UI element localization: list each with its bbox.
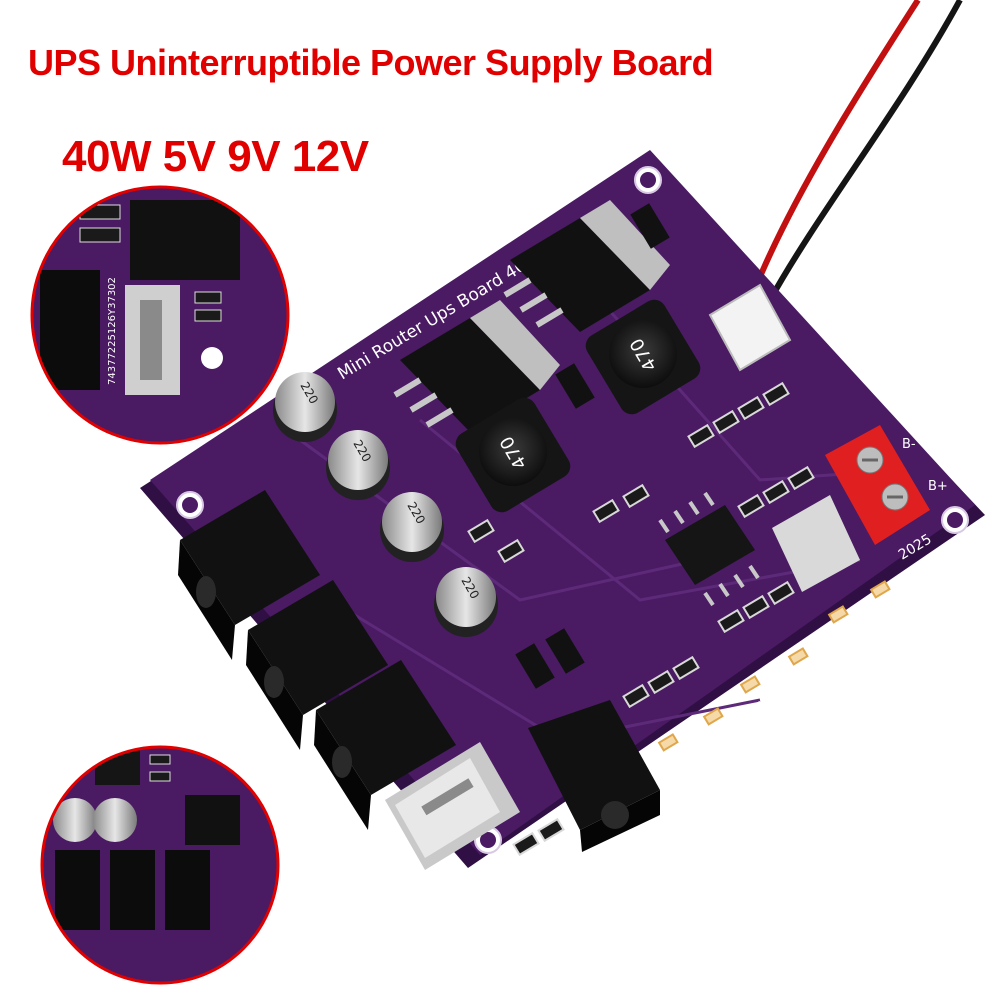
dc-jack — [246, 580, 388, 750]
led-label-25: 25% — [883, 591, 911, 615]
inductor: 470 — [455, 397, 571, 513]
battery-negative-label: B- — [902, 437, 916, 452]
led-label-ups: UPS — [715, 725, 740, 747]
dc-jack — [528, 700, 660, 852]
led-label-power: POWER — [663, 745, 705, 777]
inductor: 470 — [585, 299, 701, 415]
voltage-regulator — [503, 200, 670, 332]
zoom-serial-label: 74377225126Y37302 — [107, 277, 118, 385]
capacitor: 220 — [273, 372, 337, 442]
usb-port — [385, 742, 520, 870]
battery-connector — [708, 283, 792, 372]
battery-positive-label: B+ — [928, 479, 948, 494]
capacitor: 220 — [380, 492, 444, 562]
diodes — [515, 203, 670, 689]
ic-chip — [658, 491, 760, 607]
led-label-50: 50% — [841, 619, 869, 643]
resistor-array — [467, 381, 815, 857]
black-wire — [767, 0, 963, 302]
capacitor: 220 — [326, 430, 390, 500]
dc-jack — [178, 490, 320, 660]
led-label-100: 100% — [755, 685, 789, 712]
status-leds — [657, 580, 891, 752]
product-specs: 40W 5V 9V 12V — [62, 132, 369, 181]
led-label-75: 75% — [800, 659, 828, 683]
screw-terminal — [825, 425, 930, 545]
voltage-regulator — [393, 300, 560, 432]
zoom-inset-bottom — [40, 745, 280, 985]
product-title: UPS Uninterruptible Power Supply Board — [28, 42, 714, 83]
red-wire — [749, 0, 921, 298]
power-pad — [772, 495, 860, 592]
dc-jack — [314, 660, 456, 830]
capacitor: 220 — [434, 567, 498, 637]
zoom-inset-top: 74377225126Y37302 — [30, 185, 290, 445]
